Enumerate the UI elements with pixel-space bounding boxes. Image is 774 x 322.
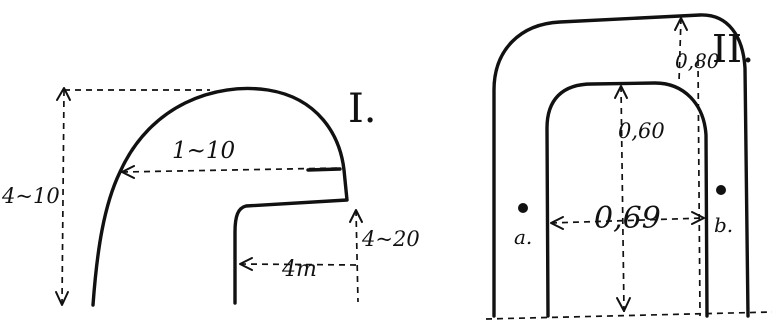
figure-2-right-guide — [697, 59, 701, 317]
figure-2-wall-label: 0,80 — [675, 49, 720, 73]
figure-1-height-label: 4~10 — [1, 184, 60, 208]
point-b-label: b. — [714, 213, 733, 237]
point-a-label: a. — [514, 225, 532, 249]
figure-1-width-dash — [239, 263, 358, 266]
figure-2-height-arrow-bottom — [616, 297, 631, 312]
figure-1-outline — [91, 86, 349, 307]
figure-2-height-arrow-top — [614, 85, 628, 99]
figure-1-numeral: I. — [348, 86, 377, 132]
figure-2: II. 0,80 0,60 0,69 a. b. — [485, 13, 773, 320]
figure-1-radius-dash — [121, 167, 341, 173]
figure-2-inner-arch — [545, 81, 709, 318]
figure-2-wall-arrow — [674, 17, 688, 31]
figure-1-radius-label: 1~10 — [172, 138, 235, 164]
figure-2-width-arrow-left — [550, 216, 564, 230]
figure-2-width-label: 0,69 — [594, 201, 661, 236]
figure-1-step-label: 4~20 — [361, 227, 420, 251]
figure-1-radius-arrow — [121, 165, 135, 179]
figure-1-width-label: 4m — [281, 257, 317, 282]
figure-1: I. 4~10 1~10 4m 4~20 — [1, 86, 420, 307]
figure-1-radius-tick — [306, 167, 342, 172]
point-a-dot — [518, 203, 528, 213]
figure-2-height-dash — [620, 85, 625, 313]
figure-2-width-arrow-right — [691, 211, 705, 225]
figure-2-width-dash — [550, 217, 705, 224]
point-b-dot — [716, 185, 726, 195]
figure-1-step-dash — [355, 209, 359, 303]
figure-2-baseline — [485, 311, 773, 320]
figure-2-numeral: II. — [712, 27, 754, 71]
figure-1-height-arrow-top — [56, 87, 71, 101]
figure-2-outer-arch — [492, 13, 750, 318]
figure-2-height-label: 0,60 — [618, 119, 665, 143]
figure-1-height-arrow-bottom — [55, 291, 69, 306]
figure-1-height-dash — [61, 89, 65, 306]
figure-1-width-arrow-left — [239, 257, 253, 271]
figure-1-step-arrow — [349, 209, 363, 223]
